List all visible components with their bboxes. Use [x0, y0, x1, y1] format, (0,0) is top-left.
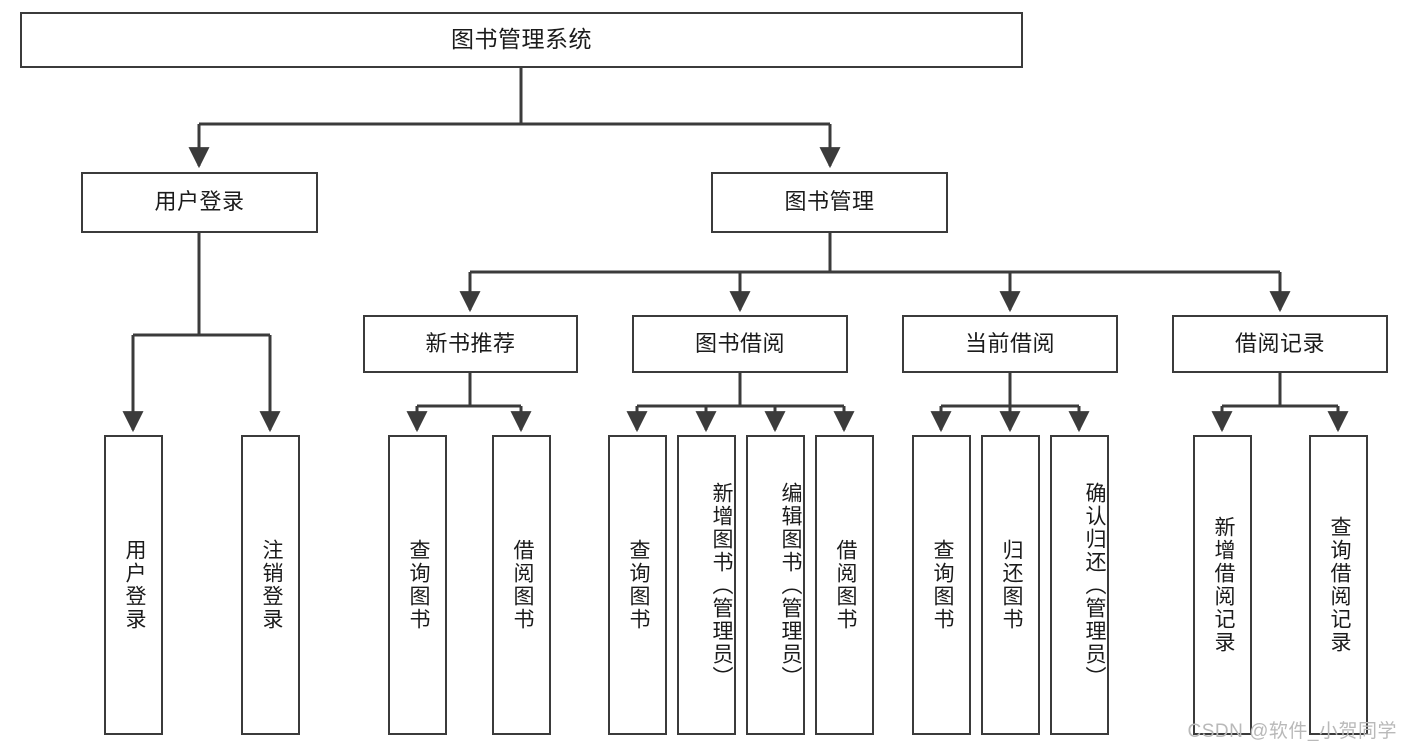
node-leaf-borrow-book-nbr[interactable]: 借阅图书	[492, 435, 551, 735]
node-borrow-record[interactable]: 借阅记录	[1172, 315, 1388, 373]
node-leaf-query-book-bb[interactable]: 查询图书	[608, 435, 667, 735]
node-leaf-add-book-admin[interactable]: 新增图书（管理员）	[677, 435, 736, 735]
node-book-borrow[interactable]: 图书借阅	[632, 315, 848, 373]
watermark: CSDN @软件_小贺同学	[1187, 721, 1397, 742]
node-current-borrow[interactable]: 当前借阅	[902, 315, 1118, 373]
node-user-login[interactable]: 用户登录	[81, 172, 318, 233]
node-leaf-return-book[interactable]: 归还图书	[981, 435, 1040, 735]
node-leaf-query-book-nbr[interactable]: 查询图书	[388, 435, 447, 735]
node-leaf-confirm-return-admin[interactable]: 确认归还（管理员）	[1050, 435, 1109, 735]
node-leaf-query-book-cb[interactable]: 查询图书	[912, 435, 971, 735]
node-leaf-user-login[interactable]: 用户登录	[104, 435, 163, 735]
node-book-management[interactable]: 图书管理	[711, 172, 948, 233]
node-leaf-query-borrow-record[interactable]: 查询借阅记录	[1309, 435, 1368, 735]
node-new-book-recommend[interactable]: 新书推荐	[363, 315, 578, 373]
node-leaf-edit-book-admin[interactable]: 编辑图书（管理员）	[746, 435, 805, 735]
node-leaf-borrow-book-bb[interactable]: 借阅图书	[815, 435, 874, 735]
node-root-system[interactable]: 图书管理系统	[20, 12, 1023, 68]
node-leaf-add-borrow-record[interactable]: 新增借阅记录	[1193, 435, 1252, 735]
node-leaf-logout[interactable]: 注销登录	[241, 435, 300, 735]
